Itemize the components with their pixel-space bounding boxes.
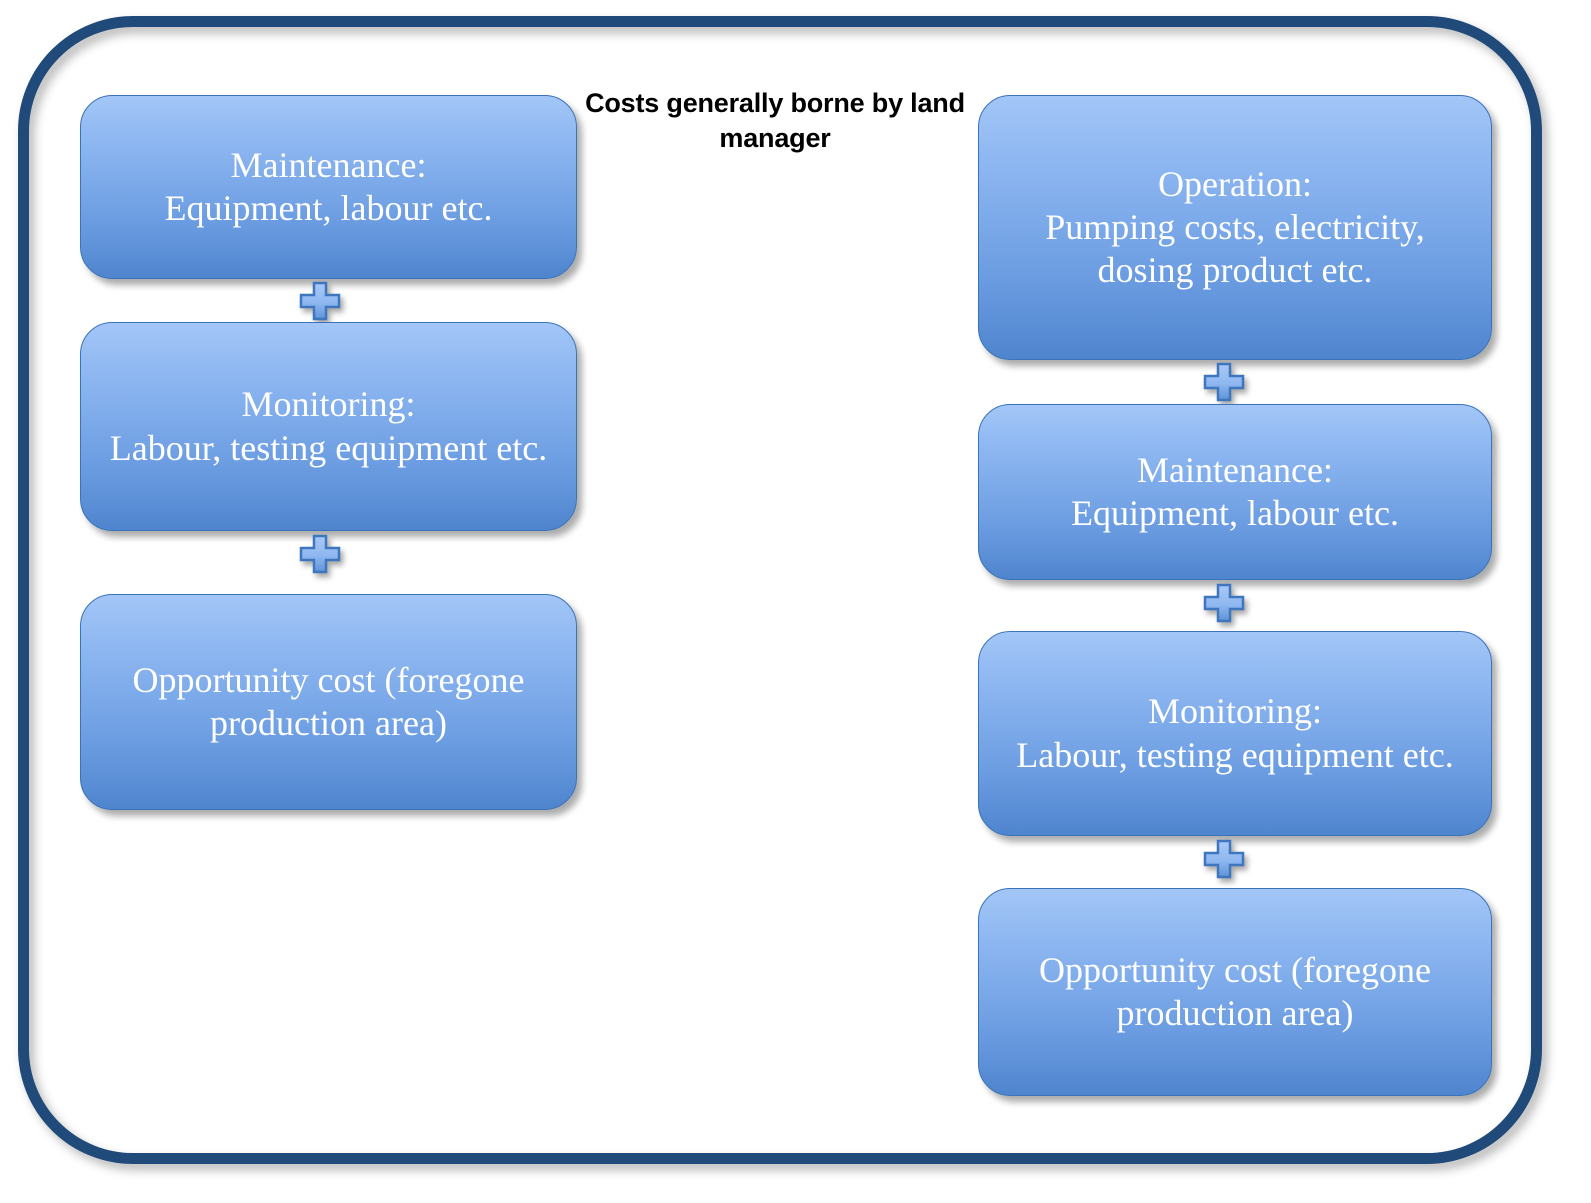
diagram-title: Costs generally borne by land manager: [585, 88, 965, 153]
right-box-opportunity-cost[interactable]: Opportunity cost (foregone production ar…: [978, 888, 1492, 1096]
right-box-monitoring[interactable]: Monitoring:Labour, testing equipment etc…: [978, 631, 1492, 836]
plus-icon: [299, 281, 341, 321]
plus-icon: [1203, 839, 1245, 879]
left-box-opportunity-cost-label: Opportunity cost (foregone production ar…: [132, 659, 525, 743]
left-box-opportunity-cost[interactable]: Opportunity cost (foregone production ar…: [80, 594, 577, 810]
right-box-monitoring-label: Monitoring:Labour, testing equipment etc…: [1016, 691, 1454, 775]
right-box-maintenance-label: Maintenance:Equipment, labour etc.: [1071, 449, 1399, 533]
right-box-operation-label: Operation:Pumping costs, electricity, do…: [1045, 163, 1425, 291]
plus-icon: [1203, 362, 1245, 402]
right-box-opportunity-cost-label: Opportunity cost (foregone production ar…: [1039, 949, 1431, 1033]
left-box-maintenance-label: Maintenance:Equipment, labour etc.: [164, 144, 493, 228]
left-box-monitoring[interactable]: Monitoring:Labour, testing equipment etc…: [80, 322, 577, 531]
left-box-maintenance[interactable]: Maintenance:Equipment, labour etc.: [80, 95, 577, 279]
left-box-monitoring-label: Monitoring:Labour, testing equipment etc…: [109, 384, 548, 468]
right-box-operation[interactable]: Operation:Pumping costs, electricity, do…: [978, 95, 1492, 360]
right-box-maintenance[interactable]: Maintenance:Equipment, labour etc.: [978, 404, 1492, 580]
outer-container-frame: [18, 16, 1542, 1164]
plus-icon: [1203, 583, 1245, 623]
plus-icon: [299, 534, 341, 574]
